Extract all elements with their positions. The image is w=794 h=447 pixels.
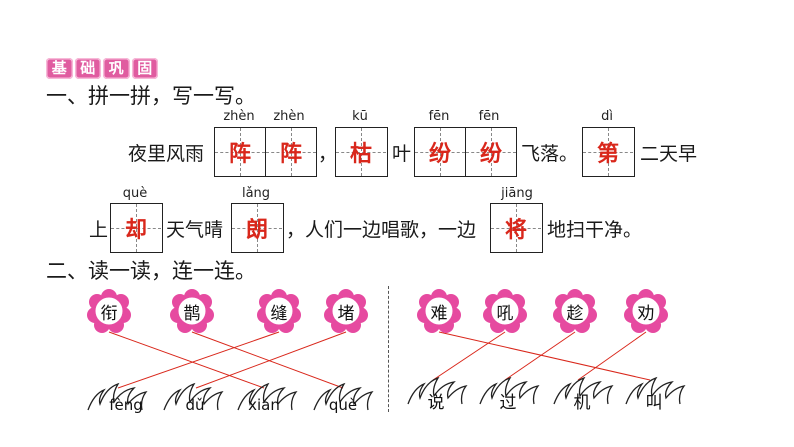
answer-char: 阵 — [279, 142, 302, 167]
grass-icon — [87, 382, 148, 411]
section-divider — [388, 286, 389, 412]
answer-char: 纷 — [428, 142, 451, 167]
grass-label[interactable]: fèng — [109, 396, 143, 414]
flower-icon — [257, 289, 301, 333]
grass-label[interactable]: xián — [248, 396, 280, 414]
flower-icon — [553, 289, 597, 333]
flower-icon — [417, 289, 461, 333]
connection-line — [577, 331, 647, 381]
flower-card[interactable]: 鹊 — [169, 288, 215, 334]
flower-char: 劝 — [637, 303, 655, 324]
grass-label[interactable]: dǔ — [185, 396, 205, 414]
grass-icon — [313, 382, 374, 411]
flower-card[interactable]: 缝 — [256, 288, 302, 334]
pinyin: zhèn — [273, 109, 305, 124]
sentence-text: 飞落。 — [521, 143, 579, 165]
writing-grid[interactable]: 朗 — [231, 203, 284, 253]
grass-label[interactable]: què — [328, 396, 358, 414]
pinyin: fēn — [478, 109, 500, 124]
flower-char: 堵 — [337, 303, 355, 324]
flower-card[interactable]: 衔 — [86, 288, 132, 334]
sentence-text: 天气晴 — [166, 219, 224, 241]
flower-icon — [624, 289, 668, 333]
writing-grid[interactable]: 纷 纷 — [414, 127, 517, 177]
grass-icon — [237, 382, 298, 411]
answer-char: 阵 — [228, 142, 251, 167]
sentence-text: 上 — [89, 219, 109, 241]
flower-icon — [170, 289, 214, 333]
grass-label[interactable]: 过 — [499, 393, 517, 413]
section2-title: 二、读一读，连一连。 — [46, 259, 256, 283]
flower-card[interactable]: 难 — [416, 288, 462, 334]
grass-label[interactable]: 叫 — [645, 393, 663, 413]
flower-icon — [87, 289, 131, 333]
pinyin: kū — [352, 109, 368, 124]
pinyin: dì — [601, 109, 613, 124]
sentence-text: 地扫干净。 — [547, 219, 643, 241]
grass-icon — [625, 376, 686, 405]
flower-char: 缝 — [270, 303, 288, 324]
answer-char: 将 — [504, 218, 527, 243]
flower-card[interactable]: 趁 — [552, 288, 598, 334]
answer-char: 却 — [124, 218, 147, 243]
grass-label[interactable]: 说 — [427, 393, 445, 413]
grass-icon — [553, 376, 614, 405]
flower-char: 难 — [430, 303, 448, 324]
sentence-text: ，人们一边唱歌，一边 — [286, 219, 477, 241]
connection-line — [191, 331, 344, 389]
badge-char: 基 — [46, 58, 73, 79]
grass-icon — [407, 376, 468, 405]
answer-char: 朗 — [245, 218, 268, 243]
sentence-text: ， — [318, 143, 338, 165]
flower-icon — [324, 289, 368, 333]
flower-card[interactable]: 堵 — [323, 288, 369, 334]
section-badge: 基 础 巩 固 — [46, 58, 158, 79]
flower-char: 鹊 — [183, 303, 201, 324]
writing-grid[interactable]: 阵 阵 — [214, 127, 317, 177]
answer-char: 第 — [596, 142, 619, 167]
flower-card[interactable]: 吼 — [482, 288, 528, 334]
writing-grid[interactable]: 第 — [582, 127, 635, 177]
sentence-text: 叶 — [392, 143, 412, 165]
flower-char: 吼 — [496, 303, 514, 324]
flower-char: 趁 — [566, 303, 584, 324]
sentence-text: 夜里风雨 — [128, 143, 205, 165]
answer-char: 纷 — [479, 142, 502, 167]
grass-icon — [163, 382, 224, 411]
writing-grid[interactable]: 枯 — [335, 127, 388, 177]
badge-char: 巩 — [103, 58, 130, 79]
pinyin: què — [122, 186, 148, 201]
connection-line — [117, 331, 280, 389]
badge-char: 础 — [74, 58, 101, 79]
connection-line — [432, 331, 506, 381]
grass-icon — [479, 376, 540, 405]
sentence-text: 二天早 — [640, 143, 698, 165]
writing-grid[interactable]: 将 — [490, 203, 543, 253]
section1-title: 一、拼一拼，写一写。 — [46, 84, 256, 108]
flower-card[interactable]: 劝 — [623, 288, 669, 334]
connection-line — [504, 331, 576, 381]
connection-line — [195, 331, 347, 389]
badge-char: 固 — [131, 58, 158, 79]
pinyin: jiāng — [501, 186, 533, 201]
flower-char: 衔 — [100, 303, 118, 324]
pinyin: fēn — [428, 109, 450, 124]
connection-line — [438, 331, 651, 381]
grass-label[interactable]: 机 — [573, 393, 591, 413]
writing-grid[interactable]: 却 — [110, 203, 163, 253]
flower-icon — [483, 289, 527, 333]
connection-line — [108, 331, 265, 389]
pinyin: zhèn — [223, 109, 255, 124]
answer-char: 枯 — [349, 142, 372, 167]
pinyin: lǎng — [241, 186, 271, 201]
